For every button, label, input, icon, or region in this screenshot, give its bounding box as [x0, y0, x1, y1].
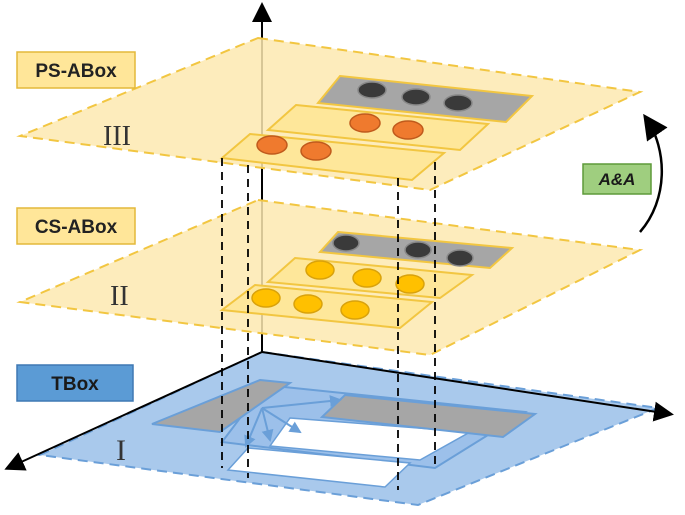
y-axis [4, 351, 263, 471]
layer-numeral-iii: III [103, 121, 131, 152]
layer-numeral-ii: II [110, 281, 129, 312]
tbox-relation-arrows [244, 395, 342, 448]
ps-orange-dots [256, 113, 424, 161]
cs-yellow-dots [251, 260, 425, 320]
tbox-gray-bar-right [319, 393, 538, 439]
cs-abox-label-text: CS-ABox [35, 217, 118, 238]
tbox-label-text: TBox [51, 374, 99, 395]
ps-abox-label: PS-ABox [16, 51, 136, 89]
cs-abox-label: CS-ABox [16, 207, 136, 245]
aa-label-text: A&A [598, 170, 636, 189]
ps-abox-plane-group [16, 36, 644, 192]
tbox-plane-group [36, 350, 662, 507]
layer-numeral-i: I [116, 434, 126, 467]
aa-curved-arrow [639, 113, 668, 233]
cs-abox-plane-group [16, 198, 644, 357]
projection-lines [221, 158, 436, 490]
cs-gray-dots [332, 234, 474, 267]
ps-gray-dots [357, 81, 473, 112]
tbox-gray-bar-left [151, 378, 293, 434]
ps-abox-label-text: PS-ABox [35, 61, 117, 82]
tbox-white-area-2 [226, 447, 412, 488]
aa-label: A&A [582, 163, 652, 195]
tbox-label: TBox [16, 364, 134, 402]
x-axis [261, 351, 674, 422]
